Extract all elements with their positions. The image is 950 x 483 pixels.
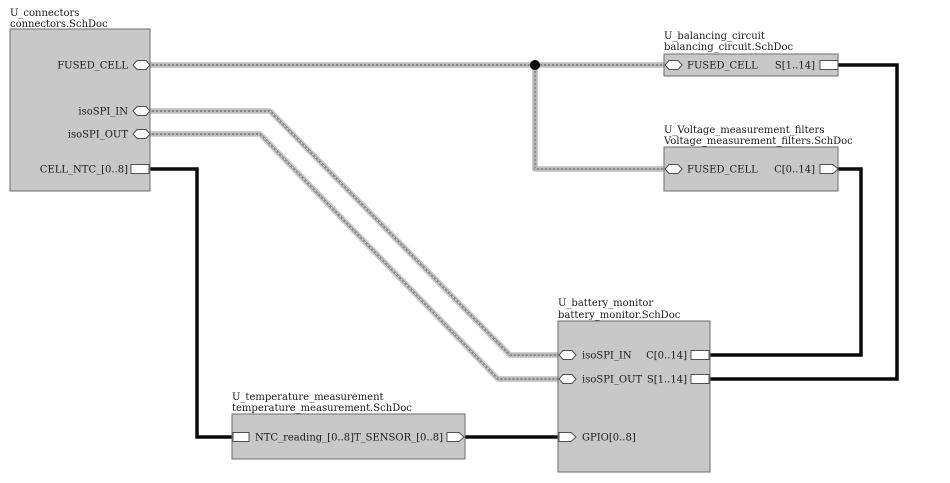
isospi-out-harness[interactable] <box>150 131 560 382</box>
sheet-filename: balancing_circuit.SchDoc <box>664 42 794 53</box>
sheet-filename: battery_monitor.SchDoc <box>558 310 681 321</box>
port-isospi-out-icon[interactable] <box>558 374 577 384</box>
sheet-body <box>663 146 839 192</box>
port-s-icon[interactable] <box>819 60 839 70</box>
port-fused-cell-icon[interactable] <box>664 60 683 70</box>
sheet-connectors[interactable]: U_connectors connectors.SchDoc FUSED_CEL… <box>9 8 151 192</box>
s-bus-wire[interactable] <box>708 63 899 381</box>
sheet-filename: connectors.SchDoc <box>10 19 108 30</box>
port-isospi-in-icon[interactable] <box>558 350 577 360</box>
sheet-balancing-circuit[interactable]: U_balancing_circuit balancing_circuit.Sc… <box>663 31 839 77</box>
port-label-fused-cell: FUSED_CELL <box>57 61 128 72</box>
port-fused-cell-icon[interactable] <box>132 60 151 70</box>
port-isospi-out-icon[interactable] <box>132 129 151 139</box>
port-label-isospi-out: isoSPI_OUT <box>68 130 129 141</box>
c-bus-wire[interactable] <box>708 167 863 357</box>
port-label-s: S[1..14] <box>647 375 687 386</box>
port-label-fused-cell: FUSED_CELL <box>687 165 758 176</box>
port-isospi-in-icon[interactable] <box>132 106 151 116</box>
port-label-s: S[1..14] <box>775 61 815 72</box>
port-cell-ntc-icon[interactable] <box>130 164 150 174</box>
port-c-icon[interactable] <box>819 164 839 174</box>
sheet-filename: temperature_measurement.SchDoc <box>232 403 412 414</box>
port-ntc-reading-icon[interactable] <box>232 432 250 442</box>
port-t-sensor-icon[interactable] <box>446 432 465 442</box>
sheet-designator: U_Voltage_measurement_filters <box>664 125 824 136</box>
sheet-designator: U_balancing_circuit <box>664 31 765 42</box>
port-c-icon[interactable] <box>690 350 710 360</box>
port-label-ntc-reading: NTC_reading_[0..8] <box>255 433 354 444</box>
port-s-icon[interactable] <box>690 374 710 384</box>
port-label-cell-ntc: CELL_NTC_[0..8] <box>40 165 128 176</box>
sheet-battery-monitor[interactable]: U_battery_monitor battery_monitor.SchDoc… <box>557 298 711 473</box>
sheet-filename: Voltage_measurement_filters.SchDoc <box>663 136 853 147</box>
port-label-isospi-in: isoSPI_IN <box>582 351 632 362</box>
isospi-in-harness[interactable] <box>150 108 560 358</box>
port-label-c: C[0..14] <box>646 351 687 362</box>
sheet-body <box>557 320 711 473</box>
ntc-bus-wire[interactable] <box>148 167 233 439</box>
sheet-body <box>9 28 151 192</box>
junction-dot <box>530 60 540 70</box>
port-fused-cell-icon[interactable] <box>664 164 683 174</box>
port-label-isospi-out: isoSPI_OUT <box>582 375 643 386</box>
port-label-c: C[0..14] <box>774 165 815 176</box>
port-label-isospi-in: isoSPI_IN <box>78 107 128 118</box>
port-label-fused-cell: FUSED_CELL <box>687 61 758 72</box>
port-gpio-icon[interactable] <box>558 432 577 442</box>
sheet-designator: U_temperature_measurement <box>232 392 384 403</box>
fused-cell-harness[interactable] <box>150 62 664 172</box>
sheet-designator: U_connectors <box>10 8 79 19</box>
sheet-voltage-measurement-filters[interactable]: U_Voltage_measurement_filters Voltage_me… <box>663 125 853 192</box>
sheet-body <box>231 413 466 460</box>
port-label-t-sensor: T_SENSOR_[0..8] <box>354 433 443 444</box>
sheet-temperature-measurement[interactable]: U_temperature_measurement temperature_me… <box>231 392 466 460</box>
port-label-gpio: GPIO[0..8] <box>582 433 636 444</box>
sheet-designator: U_battery_monitor <box>558 298 653 309</box>
wires <box>148 60 899 439</box>
